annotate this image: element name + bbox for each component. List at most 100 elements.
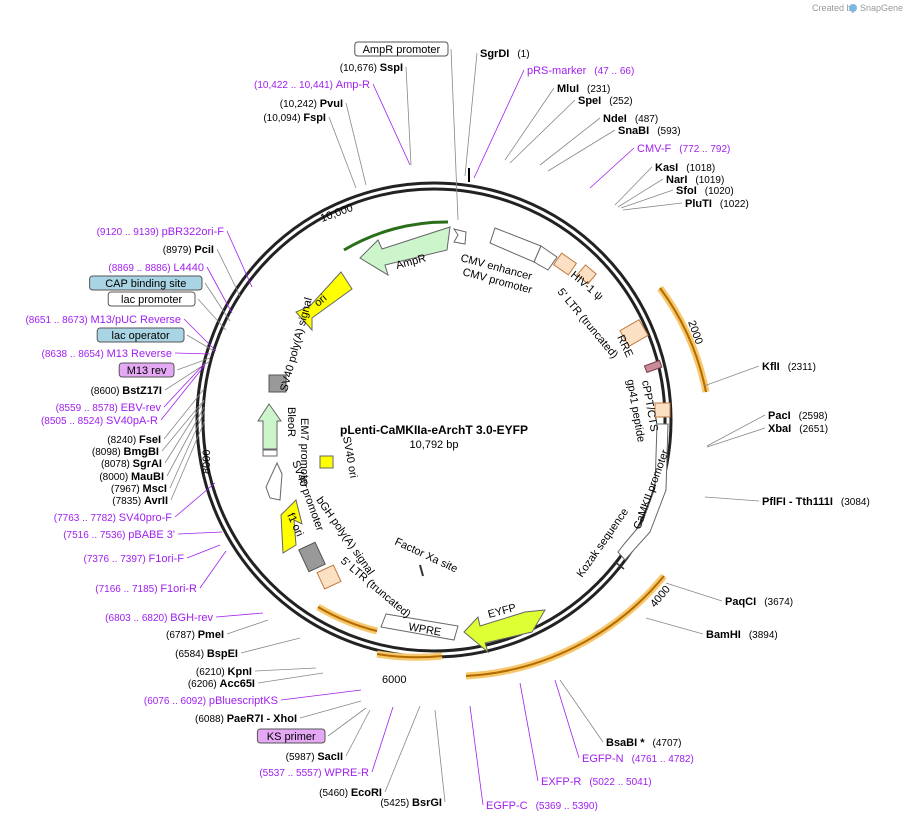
callout-line-pcii — [216, 248, 241, 297]
label-lac-operator: lac operator — [112, 330, 170, 342]
site-name: BsaBI * — [606, 737, 645, 749]
callout-line-pbluescriptks — [280, 689, 362, 701]
site-position: (7835) — [112, 496, 144, 507]
label-pflfi-tth111i: PflFI - Tth111I(3084) — [762, 496, 870, 508]
callout-line-xbai — [706, 427, 766, 448]
site-name: BspEI — [207, 648, 238, 660]
label-m13-rev: M13 rev — [127, 365, 167, 377]
label-spei: SpeI(252) — [578, 95, 633, 107]
label-factor-xa: Factor Xa site — [393, 536, 460, 576]
label-wpre: WPRE — [407, 621, 442, 639]
site-position: (252) — [609, 96, 632, 107]
site-position: (7376 .. 7397) — [84, 554, 149, 565]
feature-arc-green — [343, 220, 449, 252]
site-position: (4707) — [653, 738, 682, 749]
site-position: (5537 .. 5557) — [259, 768, 324, 779]
site-position: (9120 .. 9139) — [97, 227, 162, 238]
tick-8000: 8000 — [201, 450, 213, 474]
label-exfp-r: EXFP-R(5022 .. 5041) — [541, 776, 652, 788]
site-position: (8869 .. 8886) — [108, 263, 173, 274]
sv40-promoter-shape — [265, 461, 283, 501]
label-bstz17i: (8600) BstZ17I — [91, 385, 162, 397]
callout-line-sgrdi — [464, 52, 478, 177]
site-position: (8979) — [163, 245, 195, 256]
site-name: pRS-marker — [527, 65, 587, 77]
site-position: (6803 .. 6820) — [105, 613, 170, 624]
label-sv40-ori: SV40 ori — [340, 435, 359, 479]
callout-line-nari — [617, 178, 664, 208]
label-wpre-r: (5537 .. 5557) WPRE-R — [259, 767, 369, 779]
callout-line-sspi — [405, 66, 412, 166]
label-sv40pa-r: (8505 .. 8524) SV40pA-R — [41, 415, 158, 427]
label-bsrgi: (5425) BsrGI — [380, 797, 442, 809]
callout-line-avrii — [170, 419, 206, 501]
site-position: (7516 .. 7536) — [63, 530, 128, 541]
box-lac-operator — [96, 327, 185, 343]
site-name: Amp-R — [336, 79, 370, 91]
site-name: pBluescriptKS — [209, 695, 278, 707]
callout-line-bspei — [240, 637, 301, 654]
callout-line-sgrai — [164, 400, 205, 464]
backbone-inner — [201, 187, 667, 653]
site-position: (8651 .. 8673) — [25, 315, 90, 326]
label-ltr5-bottom: 5' LTR (truncated) — [338, 555, 413, 620]
label-lac-promoter: lac promoter — [121, 294, 182, 306]
callout-line-fsei — [163, 388, 205, 440]
site-name: EGFP-N — [582, 753, 624, 765]
feature-arc-orange-2-core — [465, 575, 665, 677]
site-name: SfoI — [676, 185, 697, 197]
bgh-shape — [298, 541, 326, 573]
callout-line-ecori — [384, 705, 421, 793]
site-position: (1018) — [686, 163, 715, 174]
callout-line-msci — [169, 409, 206, 489]
label-pvui: (10,242) PvuI — [280, 98, 343, 110]
label-cmv-f: CMV-F(772 .. 792) — [637, 143, 730, 155]
label-snabi: SnaBI(593) — [618, 125, 681, 137]
site-position: (1022) — [720, 199, 749, 210]
label-mlui: MluI(231) — [557, 83, 610, 95]
label-ebv-rev: (8559 .. 8578) EBV-rev — [56, 402, 162, 414]
site-name: PaeR7I - XhoI — [227, 713, 297, 725]
callout-line-bsrgi — [434, 709, 446, 803]
site-name: SgrDI — [480, 48, 509, 60]
callout-line-acc65i — [257, 672, 324, 684]
snapgene-logo-icon — [849, 4, 857, 12]
label-sgrdi: SgrDI(1) — [480, 48, 530, 60]
site-position: (10,242) — [280, 99, 320, 110]
label-f1ori-f: (7376 .. 7397) F1ori-F — [84, 553, 185, 565]
label-avrii: (7835) AvrII — [112, 495, 168, 507]
site-position: (6584) — [175, 649, 207, 660]
feature-arc-orange-1-core — [659, 287, 707, 393]
site-position: (47 .. 66) — [594, 66, 634, 77]
label-ecori: (5460) EcoRI — [319, 787, 382, 799]
feature-arc-orange-4 — [316, 603, 378, 635]
site-position: (10,422 .. 10,441) — [254, 80, 336, 91]
callout-line-exfp-r — [519, 682, 539, 782]
site-position: (8240) — [107, 435, 139, 446]
site-position: (8505 .. 8524) — [41, 416, 106, 427]
callout-line-bamhi — [645, 617, 704, 635]
site-position: (8078) — [101, 459, 133, 470]
callout-line-pflfi-tth111i — [704, 496, 760, 502]
callout-line-ampr-promoter — [450, 48, 459, 221]
label-kasi: KasI (1018) — [655, 162, 715, 174]
eyfp-shape — [463, 609, 546, 654]
label-sv40-polya: SV40 poly(A) signal — [278, 296, 315, 392]
label-egfp-n: EGFP-N(4761 .. 4782) — [582, 753, 694, 765]
label-m13-reverse: (8638 .. 8654) M13 Reverse — [42, 348, 172, 360]
label-l4440: (8869 .. 8886) L4440 — [108, 262, 204, 274]
label-bamhi: BamHI(3894) — [706, 629, 778, 641]
callout-line-ndei — [539, 117, 601, 166]
sv40-ori-shape — [319, 455, 334, 469]
site-position: (8638 .. 8654) — [42, 349, 107, 360]
site-position: (8000) — [99, 472, 131, 483]
site-name: KasI — [655, 162, 678, 174]
site-name: M13/pUC Reverse — [91, 314, 181, 326]
ltr5-bottom-shape — [316, 564, 342, 590]
site-name: F1ori-R — [160, 583, 197, 595]
callout-line-egfp-n — [554, 679, 580, 759]
site-position: (7166 .. 7185) — [95, 584, 160, 595]
site-name: SgrAI — [133, 458, 162, 470]
callout-line-maubi — [166, 406, 205, 477]
